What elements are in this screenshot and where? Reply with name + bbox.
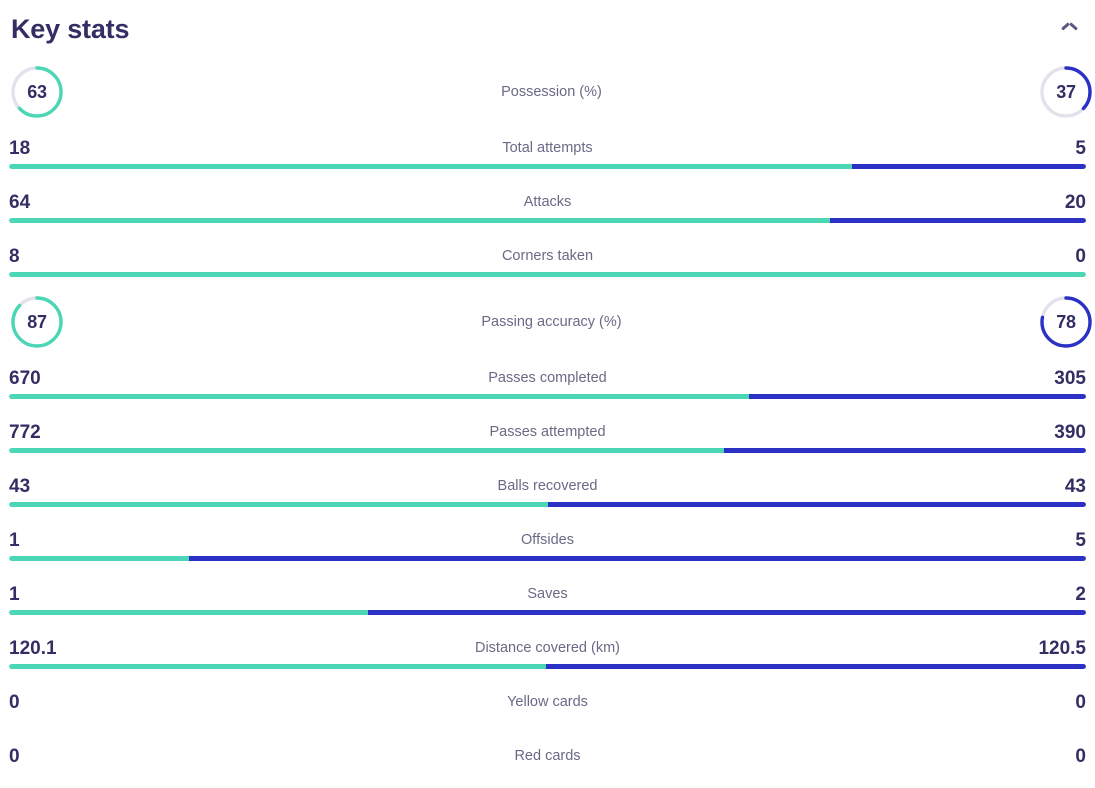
away-donut: 78 — [1038, 294, 1094, 350]
home-bar-segment — [9, 502, 548, 507]
stat-bar — [9, 394, 1086, 399]
home-value: 1 — [9, 583, 20, 605]
stat-row: 670 Passes completed 305 — [9, 356, 1086, 410]
chevron-up-icon — [1062, 25, 1077, 34]
away-value: 37 — [1056, 81, 1076, 102]
stat-row: 120.1 Distance covered (km) 120.5 — [9, 626, 1086, 680]
stat-label: Yellow cards — [507, 694, 588, 710]
stat-label: Distance covered (km) — [474, 640, 621, 656]
away-bar-segment — [367, 610, 1086, 615]
stat-row: 87 Passing accuracy (%) 78 — [9, 288, 1092, 356]
stat-row: 63 Possession (%) 37 — [9, 58, 1092, 126]
stat-label: Attacks — [523, 194, 572, 210]
stat-bar — [9, 502, 1086, 507]
stat-label: Possession (%) — [501, 84, 602, 100]
away-value: 305 — [1054, 367, 1086, 389]
panel-header: Key stats — [9, 0, 1086, 58]
page-title: Key stats — [11, 13, 130, 44]
stat-row: 8 Corners taken 0 — [9, 234, 1086, 288]
away-bar-segment — [546, 664, 1086, 669]
home-value: 18 — [9, 137, 31, 159]
away-bar-segment — [724, 448, 1086, 453]
stat-bar — [9, 164, 1086, 169]
away-value: 390 — [1054, 421, 1086, 443]
stat-bar — [9, 448, 1086, 453]
home-donut: 87 — [9, 294, 65, 350]
stat-label: Total attempts — [502, 140, 593, 156]
home-bar-segment — [9, 218, 830, 223]
home-bar-segment — [9, 610, 368, 615]
home-value: 120.1 — [9, 637, 57, 659]
away-value: 78 — [1056, 311, 1076, 332]
key-stats-panel: Key stats 63 Possession (%) 37 — [0, 0, 1095, 765]
home-donut: 63 — [9, 64, 65, 120]
home-value: 1 — [9, 529, 20, 551]
away-bar-segment — [547, 502, 1086, 507]
collapse-panel-button[interactable] — [1054, 14, 1084, 44]
home-bar-segment — [9, 448, 725, 453]
stat-row: 43 Balls recovered 43 — [9, 464, 1086, 518]
stat-label: Red cards — [514, 748, 581, 764]
home-value: 670 — [9, 367, 41, 389]
stat-bar — [9, 218, 1086, 223]
home-value: 43 — [9, 475, 31, 497]
away-bar-segment — [188, 556, 1086, 561]
stat-row: 1 Saves 2 — [9, 572, 1086, 626]
away-value: 0 — [1075, 745, 1086, 767]
away-donut: 37 — [1038, 64, 1094, 120]
away-value: 2 — [1075, 583, 1086, 605]
stat-label: Offsides — [521, 532, 574, 548]
stat-label: Passing accuracy (%) — [481, 314, 622, 330]
stat-bar — [9, 272, 1086, 277]
away-value: 20 — [1064, 191, 1086, 213]
home-bar-segment — [9, 664, 547, 669]
stat-bar — [9, 556, 1086, 561]
home-value: 63 — [27, 81, 47, 102]
home-value: 0 — [9, 691, 20, 713]
home-value: 87 — [27, 311, 47, 332]
home-value: 772 — [9, 421, 41, 443]
away-value: 43 — [1064, 475, 1086, 497]
home-value: 64 — [9, 191, 31, 213]
away-value: 120.5 — [1038, 637, 1086, 659]
stat-bar — [9, 664, 1086, 669]
stat-label: Balls recovered — [497, 478, 598, 494]
stat-row: 0 Red cards 0 — [9, 734, 1086, 788]
stat-label: Passes attempted — [489, 424, 606, 440]
home-value: 8 — [9, 245, 20, 267]
away-value: 0 — [1075, 691, 1086, 713]
home-value: 0 — [9, 745, 20, 767]
stat-label: Corners taken — [501, 248, 594, 264]
stat-row: 1 Offsides 5 — [9, 518, 1086, 572]
stat-row: 772 Passes attempted 390 — [9, 410, 1086, 464]
away-bar-segment — [748, 394, 1086, 399]
away-bar-segment — [852, 164, 1086, 169]
stat-row: 18 Total attempts 5 — [9, 126, 1086, 180]
stat-row: 0 Yellow cards 0 — [9, 680, 1086, 734]
home-bar-segment — [9, 556, 189, 561]
away-value: 0 — [1075, 245, 1086, 267]
away-value: 5 — [1075, 137, 1086, 159]
stat-bar — [9, 610, 1086, 615]
away-bar-segment — [829, 218, 1086, 223]
home-bar-segment — [9, 272, 1086, 277]
stat-label: Saves — [527, 586, 568, 602]
stat-row: 64 Attacks 20 — [9, 180, 1086, 234]
away-value: 5 — [1075, 529, 1086, 551]
home-bar-segment — [9, 164, 853, 169]
home-bar-segment — [9, 394, 749, 399]
stat-label: Passes completed — [488, 370, 607, 386]
stats-list: 63 Possession (%) 37 18 Total attempts 5 — [9, 58, 1092, 788]
